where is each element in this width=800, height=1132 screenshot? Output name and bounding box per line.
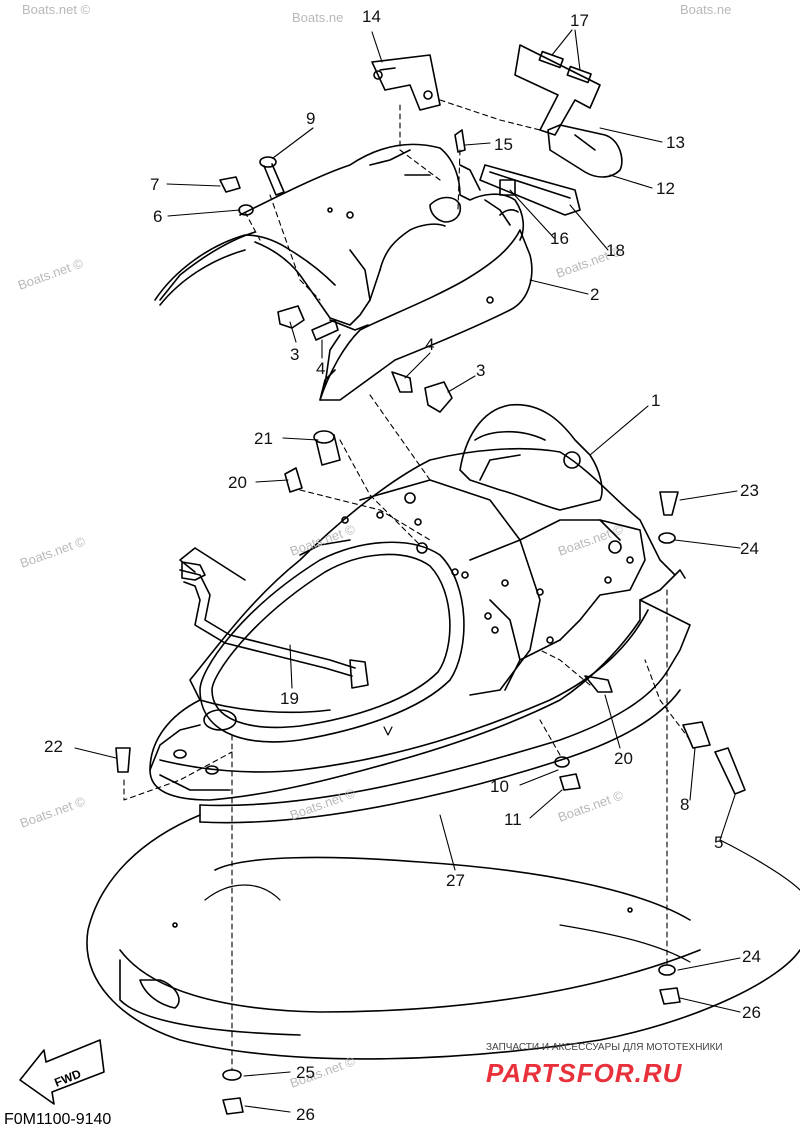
nut-11	[559, 773, 581, 791]
callout-label: 18	[606, 241, 625, 260]
callout-label: 4	[316, 359, 325, 378]
callout-label: 10	[490, 777, 509, 796]
callout-label: 20	[228, 473, 247, 492]
clip-15	[454, 129, 466, 153]
seal-strip-16-18	[479, 164, 581, 216]
callout-label: 11	[504, 810, 522, 829]
watermark-text: Boats.ne	[680, 2, 731, 17]
bolt-4-upper	[311, 319, 339, 341]
watermark-text: Boats.net ©	[16, 255, 86, 293]
callout-label: 17	[570, 11, 589, 30]
bracket-14	[371, 54, 441, 111]
assembly-lines	[123, 99, 691, 1071]
grab-rail-19	[179, 561, 369, 689]
bolt-20-upper	[284, 467, 303, 493]
bolt-20-lower	[584, 675, 613, 693]
bolt-22	[115, 747, 131, 773]
watermark-text: Boats.net ©	[288, 785, 358, 823]
callout-label: 16	[550, 229, 569, 248]
grommet-8	[682, 721, 711, 749]
callout-label: 23	[740, 481, 759, 500]
nut-26-left	[222, 1097, 244, 1115]
callout-label: 25	[296, 1063, 315, 1082]
callout-label: 20	[614, 749, 633, 768]
watermark-text: Boats.ne	[292, 10, 343, 25]
bolt-9	[259, 156, 285, 196]
callout-label: 6	[153, 207, 162, 226]
callout-label: 3	[476, 361, 485, 380]
brand-name: PARTSFOR.RU	[486, 1058, 683, 1088]
fwd-arrow-icon	[19, 1039, 105, 1105]
callout-label: 3	[290, 345, 299, 364]
diagram-code: F0M1100-9140	[4, 1111, 111, 1128]
clamp-3-upper	[277, 305, 305, 329]
bolt-5	[714, 747, 746, 795]
washer-10	[554, 756, 570, 768]
callout-label: 1	[651, 391, 660, 410]
callout-label: 9	[306, 109, 315, 128]
callout-label: 24	[740, 539, 759, 558]
callout-label: 4	[425, 335, 434, 354]
callout-label: 8	[680, 795, 689, 814]
cover-plate-12	[547, 124, 623, 178]
callout-label: 15	[494, 135, 513, 154]
deck-body-1	[149, 403, 691, 801]
callout-label: 27	[446, 871, 465, 890]
watermark-text: Boats.net ©	[22, 2, 91, 17]
callout-label: 26	[296, 1105, 315, 1124]
callout-label: 12	[656, 179, 675, 198]
brand-subtitle: ЗАПЧАСТИ И АКСЕССУАРЫ ДЛЯ МОТОТЕХНИКИ	[486, 1042, 723, 1053]
callout-labels: 14 17 15 13 12 9 7 6 16 18 2 3 4 4 3 1 2…	[44, 7, 761, 1124]
plug-21	[313, 430, 341, 466]
callout-label: 7	[150, 175, 159, 194]
tether-bracket-17	[514, 44, 601, 136]
callout-label: 5	[714, 833, 723, 852]
washer-24-lower	[658, 964, 676, 976]
bolt-23	[659, 491, 679, 516]
hull-outline	[86, 814, 800, 1060]
nut-7	[219, 176, 241, 193]
watermark-text: Boats.net ©	[18, 533, 88, 571]
callout-label: 13	[666, 133, 685, 152]
callout-label: 21	[254, 429, 273, 448]
top-cover-2	[154, 143, 533, 401]
watermark-text: Boats.net ©	[556, 787, 626, 825]
brand-logo: ЗАПЧАСТИ И АКСЕССУАРЫ ДЛЯ МОТОТЕХНИКИ PA…	[486, 1042, 723, 1088]
bolt-4-lower	[391, 371, 413, 393]
callout-label: 14	[362, 7, 381, 26]
callout-label: 22	[44, 737, 63, 756]
callout-label: 19	[280, 689, 299, 708]
washer-25	[222, 1069, 242, 1081]
washer-24-upper	[658, 532, 676, 544]
watermarks: Boats.net © Boats.ne Boats.ne Boats.net …	[16, 2, 731, 1091]
leader-lines	[74, 29, 741, 1113]
callout-label: 2	[590, 285, 599, 304]
watermark-text: Boats.net ©	[18, 793, 88, 831]
gunwale-strip-27	[199, 669, 681, 824]
nut-26-right	[659, 987, 681, 1005]
callout-label: 24	[742, 947, 761, 966]
clamp-3-lower	[424, 381, 453, 413]
callout-label: 26	[742, 1003, 761, 1022]
